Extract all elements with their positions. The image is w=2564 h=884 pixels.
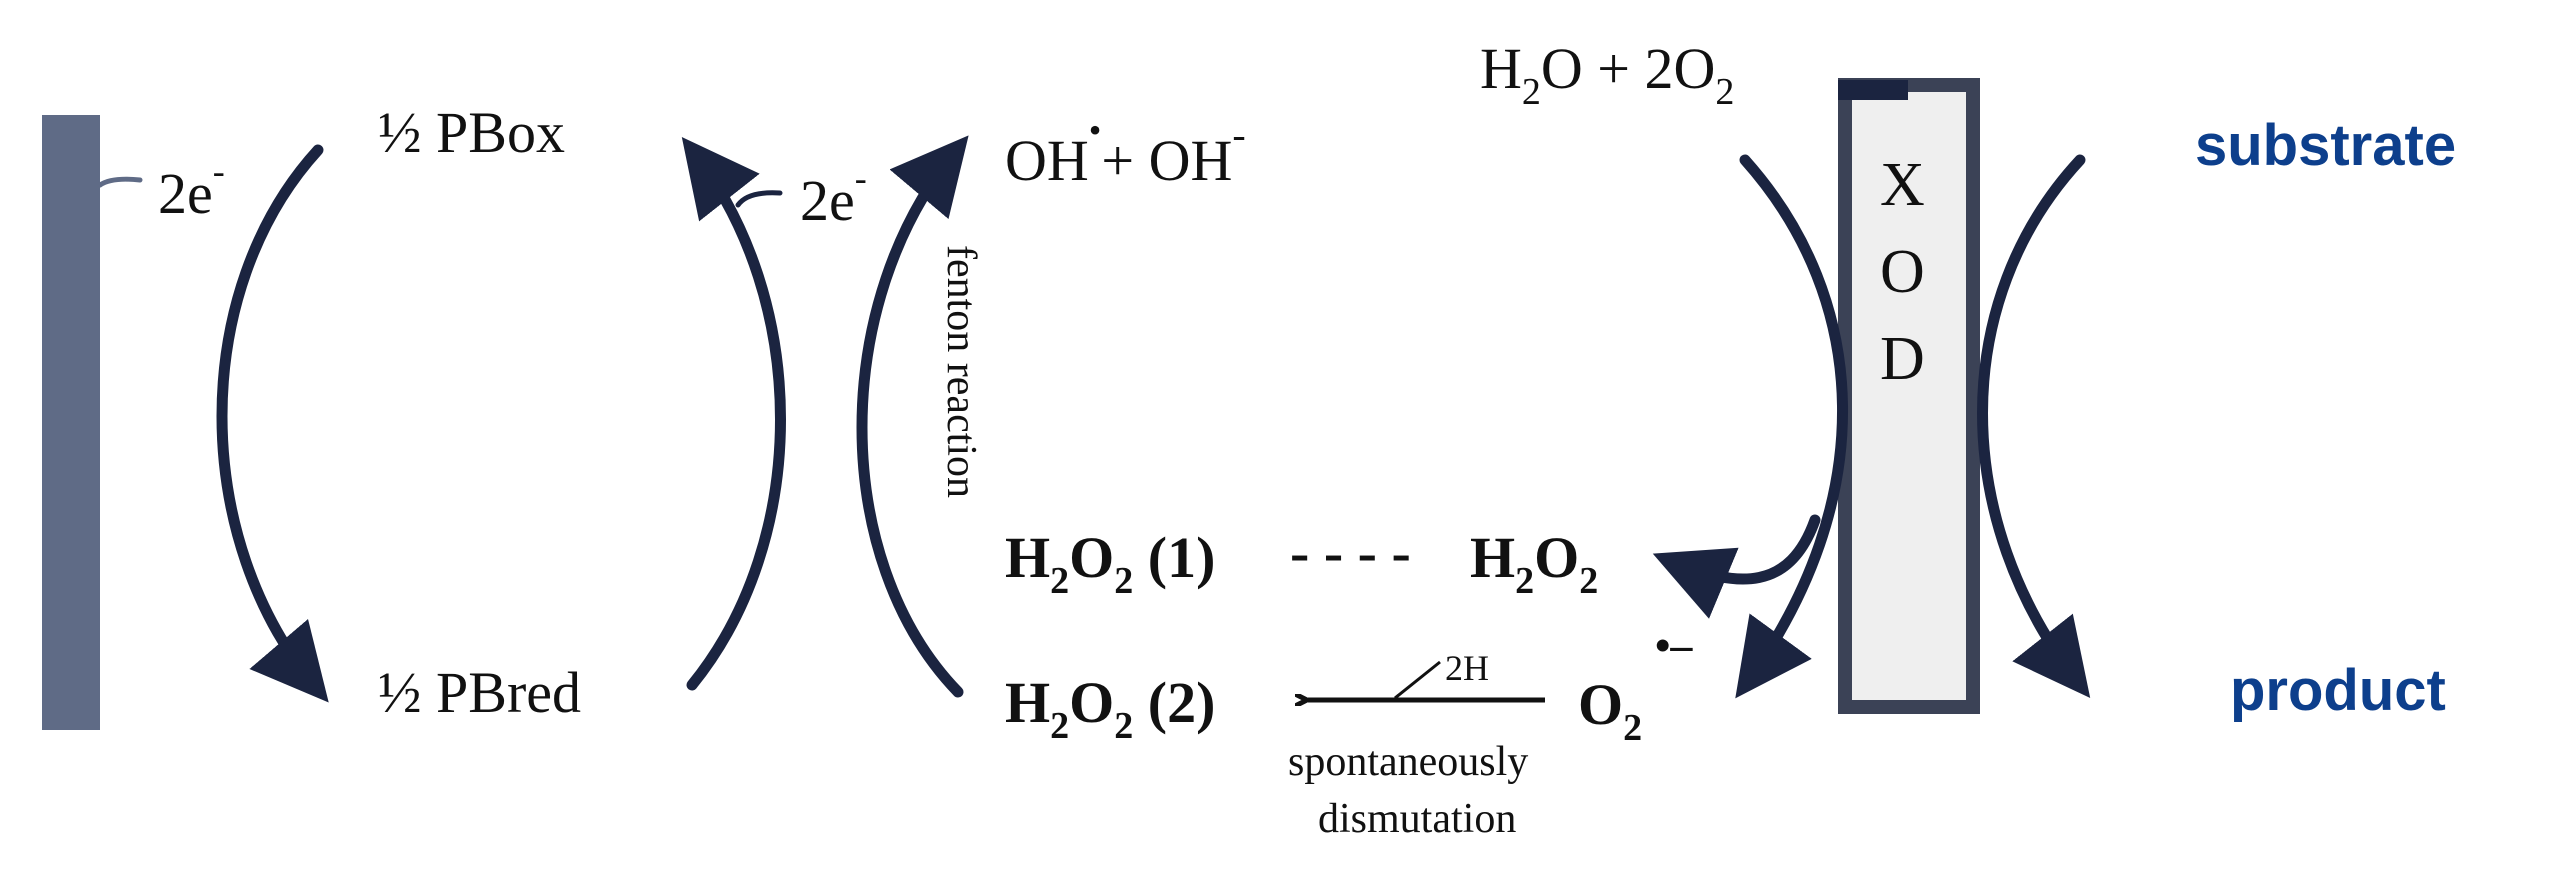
fenton-reaction-label: fenton reaction — [938, 245, 984, 498]
electron-label-left: 2e- — [158, 151, 225, 226]
dismutation-caption-line1: spontaneously — [1288, 739, 1528, 785]
oxidation-arc-arrow — [681, 137, 786, 691]
substrate-label: substrate — [2195, 113, 2456, 178]
oxygen-to-superoxide-arrow — [1735, 154, 1848, 699]
dismutation-caption-line2: dismutation — [1318, 796, 1516, 842]
xod-letter-d: D — [1880, 325, 1925, 393]
peroxide-2-label: H2O2 (2) — [1005, 670, 1215, 747]
pb-oxidized-label: ½ PBox — [378, 100, 565, 165]
xod-peroxide-branch-arrow — [1652, 514, 1821, 619]
xod-enzyme-cap — [1838, 80, 1908, 100]
superoxide-label: O2 — [1578, 672, 1642, 749]
xod-letter-o: O — [1880, 238, 1925, 306]
superoxide-charge: •– — [1655, 621, 1693, 670]
product-label: product — [2230, 658, 2446, 723]
hydroxyl-products: OH•+ OH- — [1005, 110, 1246, 193]
electron-label-middle: 2e- — [800, 158, 867, 233]
fenton-arc-arrow — [856, 135, 969, 698]
reduction-arc-arrow — [216, 144, 329, 703]
oxygen-water-input: H2O + 2O2 — [1480, 36, 1734, 113]
electron-tick-middle — [735, 190, 783, 208]
peroxide-xod-label: H2O2 — [1470, 525, 1598, 602]
electrode-bar — [42, 115, 100, 730]
peroxide-link-dashes: - - - - — [1290, 520, 1411, 585]
substrate-to-product-arrow — [1977, 154, 2091, 698]
xod-letter-x: X — [1880, 151, 1925, 219]
hydrogen-tick — [1394, 660, 1441, 700]
peroxide-1-label: H2O2 (1) — [1005, 525, 1215, 602]
hydrogen-label: 2H — [1445, 648, 1489, 688]
electrode-tick — [97, 176, 143, 188]
pb-reduced-label: ½ PBred — [378, 660, 581, 725]
